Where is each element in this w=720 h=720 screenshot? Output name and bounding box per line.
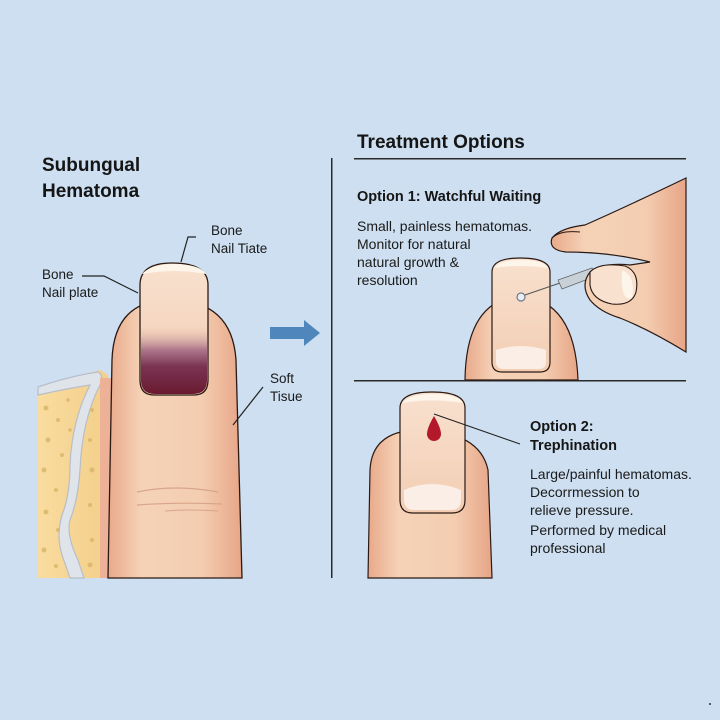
option2-title-line-1: Option 2: (530, 419, 594, 435)
nail-with-hematoma (139, 262, 209, 396)
label-top: Bone Nail Tiate (211, 222, 267, 258)
vertical-divider (331, 158, 333, 578)
label-right-line-1: Soft (270, 371, 295, 386)
option1-desc-line-3: natural growth & (357, 254, 459, 270)
label-left: Bone Nail plate (42, 266, 98, 302)
option2-note-line-2: professional (530, 540, 606, 556)
option1-desc-line-1: Small, painless hematomas. (357, 218, 533, 234)
label-right-line-2: Tisue (270, 389, 303, 404)
leader-line-top (180, 236, 196, 263)
label-right: Soft Tisue (270, 370, 303, 406)
heading-underline (354, 158, 686, 160)
option1-description: Small, painless hematomas. Monitor for n… (357, 217, 532, 289)
label-top-line-1: Bone (211, 223, 243, 238)
option2-desc-line-2: Decorrmession to (530, 484, 640, 500)
blood-drop-icon (427, 416, 441, 441)
treatment-heading: Treatment Options (357, 132, 525, 153)
option2-title: Option 2: Trephination (530, 418, 617, 456)
option2-desc-line-3: relieve pressure. (530, 502, 634, 518)
corner-mark (709, 703, 711, 705)
leader-line-right (232, 386, 264, 426)
bone-cross-section (37, 370, 114, 579)
right-arrow-icon (270, 320, 320, 346)
label-left-line-2: Nail plate (42, 285, 99, 300)
finger-illustration (107, 262, 243, 579)
option1-desc-line-4: resolution (357, 272, 418, 288)
leader-line-left (82, 275, 139, 294)
option1-title: Option 1: Watchful Waiting (357, 189, 542, 205)
label-left-line-1: Bone (42, 267, 74, 282)
option2-illustration (367, 391, 521, 579)
option2-note-line-1: Performed by medical (530, 522, 667, 538)
title-line-2: Hematoma (42, 181, 140, 202)
title-line-1: Subungual (42, 155, 141, 176)
option2-title-line-2: Trephination (530, 438, 617, 454)
option1-illustration (464, 177, 687, 381)
option1-desc-line-2: Monitor for natural (357, 236, 471, 252)
option2-note: Performed by medical professional (530, 521, 666, 557)
diagram-title: Subungual Hematoma (42, 153, 140, 205)
leader-line-option2 (433, 413, 521, 445)
option2-description: Large/painful hematomas. Decorrmession t… (530, 465, 692, 519)
option2-desc-line-1: Large/painful hematomas. (530, 466, 692, 482)
section-divider (354, 380, 686, 382)
label-top-line-2: Nail Tiate (211, 241, 268, 256)
